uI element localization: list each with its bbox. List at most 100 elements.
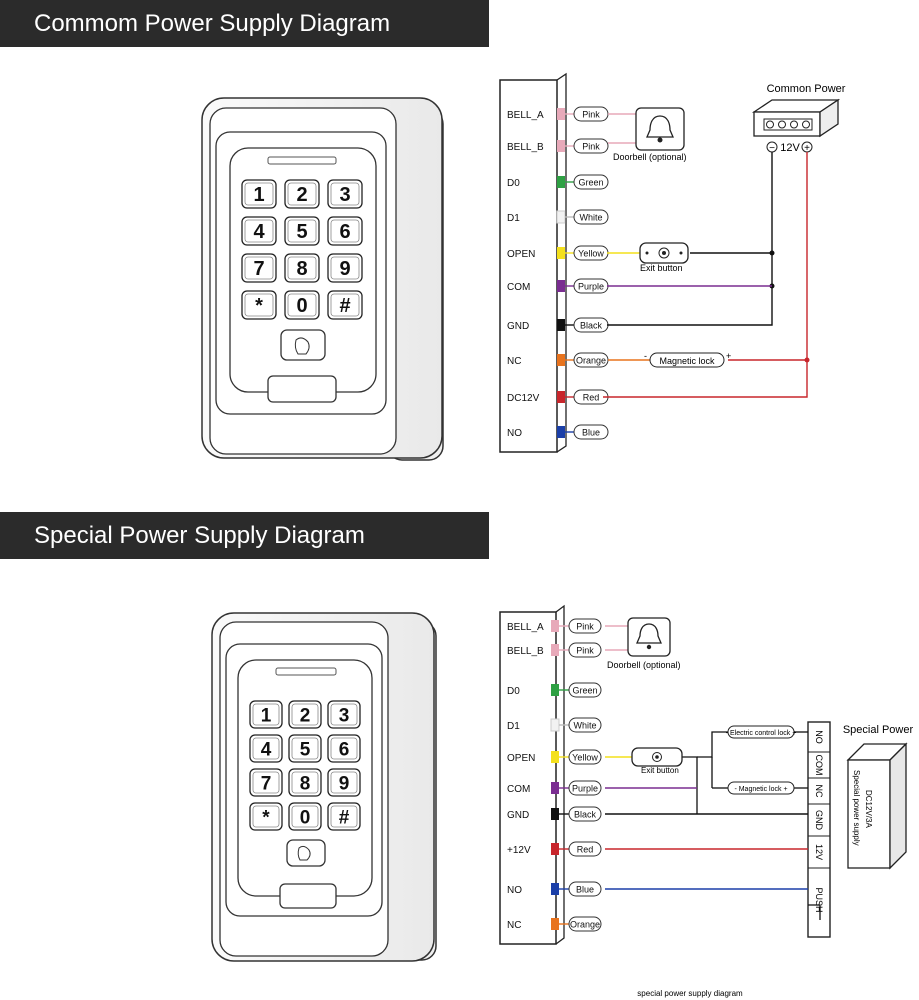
wire-color-label: Purple [578,282,604,292]
wire-color-label: Yellow [572,753,598,763]
svg-text:3: 3 [339,184,350,206]
svg-text:4: 4 [261,739,272,760]
terminal-label: D0 [507,178,520,189]
exit-button-label: Exit button [640,263,683,273]
magnetic-lock-label: - Magnetic lock + [734,786,787,793]
wire-color-swatch [557,247,565,259]
wire-color-pill [568,618,602,634]
wire-color-swatch [550,718,560,732]
svg-text:1: 1 [253,184,264,206]
magnetic-lock-label: Magnetic lock [659,356,715,366]
wire-color-label: Orange [570,920,600,930]
special-supply-name: Special power supply [852,770,861,846]
fingerprint-icon [286,839,326,867]
key-4: 4 [241,216,277,246]
svg-text:8: 8 [300,773,311,794]
wire-color-label: Black [574,810,597,820]
wire-color-pill [568,717,602,733]
svg-text:4: 4 [253,221,265,243]
svg-text:7: 7 [261,773,272,794]
svg-text:8: 8 [296,258,307,280]
wire-color-swatch [557,319,565,331]
wire-color-swatch [551,684,559,696]
power-supply-icon [751,98,841,138]
terminal-label: GND [507,321,529,332]
power-plus-label: + [804,143,810,154]
terminal-label: +12V [507,845,531,856]
terminal-label: D1 [507,213,520,224]
wire-color-pill [568,682,602,698]
terminal-row-bella: BELL_A Pink [507,106,609,122]
wire-color-label: Pink [582,110,600,120]
svg-text:0: 0 [300,807,311,828]
wire-color-swatch [551,644,559,656]
svg-text:*: * [262,807,270,828]
terminal-row-bella: BELL_A Pink [507,618,602,634]
key-0: 0 [288,802,322,831]
wire-color-label: Green [572,686,597,696]
doorbell-label: Doorbell (optional) [607,660,681,670]
power-voltage-label: 12V [780,142,800,154]
wire-color-label: Blue [582,428,600,438]
key-1: 1 [241,179,277,209]
wire-color-swatch [551,782,559,794]
key-5: 5 [288,734,322,763]
exit-button-icon [639,242,689,264]
key-2: 2 [288,700,322,729]
key-hash: # [327,290,363,320]
wire-color-pill [568,642,602,658]
terminal-label: NC [507,920,521,931]
wire-color-swatch [557,176,565,188]
special-terminal-strip [807,721,831,938]
wire-color-swatch [557,391,565,403]
magnetic-lock-box [649,352,725,368]
key-5: 5 [284,216,320,246]
wire-color-pill [573,209,609,225]
key-6: 6 [327,216,363,246]
key-7: 7 [241,253,277,283]
svg-text:6: 6 [339,739,350,760]
supply-terminal-label: GND [814,810,824,831]
magnetic-lock-minus: - [644,351,647,361]
wire-positive [603,152,810,398]
key-3: 3 [327,179,363,209]
wire-color-swatch [551,883,559,895]
doorbell-icon [635,107,685,151]
electric-lock-label: - Electric control lock + [726,730,797,737]
svg-text:1: 1 [261,705,272,726]
wire-color-pill [573,424,609,440]
terminal-row-no: NO Blue [507,881,602,897]
wire-color-label: Green [578,178,603,188]
diagram-caption: special power supply diagram [637,989,743,998]
terminal-label: BELL_A [507,622,544,633]
wire-color-label: Pink [576,622,594,632]
wire-color-swatch [551,843,559,855]
supply-terminal-label: COM [814,755,824,776]
terminal-label: COM [507,784,530,795]
key-star: * [241,290,277,320]
key-9: 9 [327,253,363,283]
wire-color-label: Blue [576,885,594,895]
wire-color-label: White [579,213,602,223]
supply-terminal-label: NC [814,785,824,798]
wire-color-pill [568,841,602,857]
section-banner-common: Commom Power Supply Diagram [0,0,489,47]
terminal-label: BELL_A [507,110,544,121]
common-power-title: Common Power [767,83,846,95]
magnetic-lock-plus: + [726,351,731,361]
terminal-label: GND [507,810,529,821]
power-supply-icon [846,742,908,870]
special-supply-rating: DC12V/3A [864,790,873,828]
terminal-label: NO [507,885,522,896]
wire-color-label: Yellow [578,249,604,259]
key-9: 9 [327,768,361,797]
